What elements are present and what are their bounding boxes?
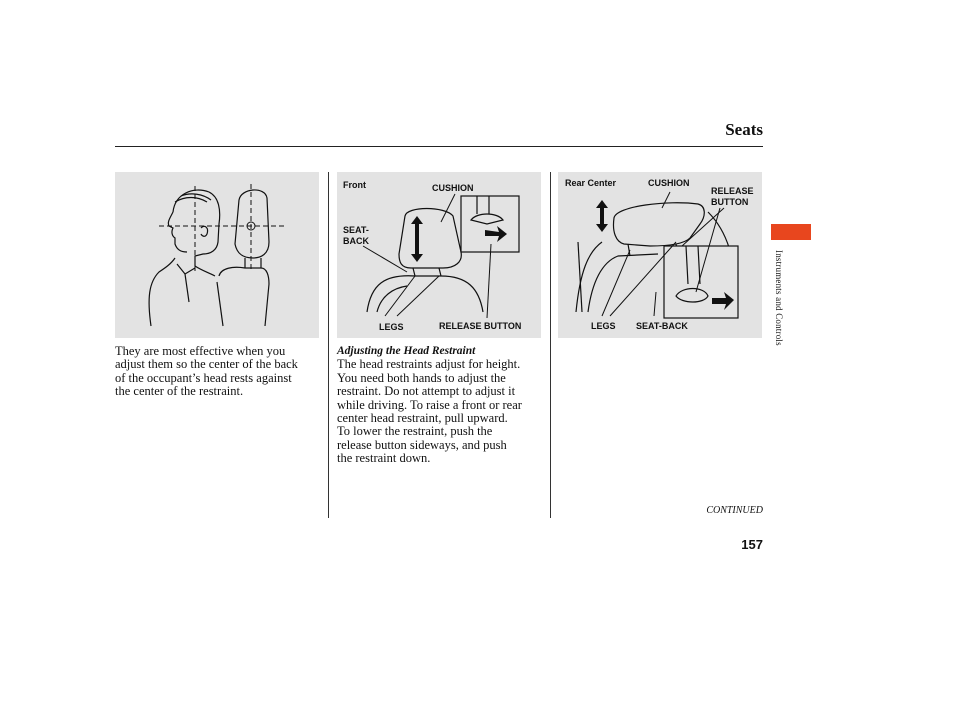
column-divider-2	[550, 172, 551, 518]
section-subheading: Adjusting the Head Restraint	[337, 345, 476, 357]
rear-center-head-restraint-figure: Rear Center CUSHION RELEASE BUTTON LEGS …	[558, 172, 762, 338]
rear-seat-back-label: SEAT-BACK	[636, 321, 688, 331]
text-line: adjust them so the center of the back	[115, 357, 298, 372]
rear-release-label-line2: BUTTON	[711, 197, 749, 207]
seat-back-label-line2: BACK	[343, 236, 369, 246]
text-line: center head restraint, pull upward.	[337, 411, 508, 426]
front-head-restraint-illustration-icon	[362, 193, 520, 319]
text-line: the center of the restraint.	[115, 384, 244, 399]
section-side-label: Instruments and Controls	[774, 250, 784, 346]
release-button-label: RELEASE BUTTON	[439, 321, 522, 331]
page-title: Seats	[725, 120, 763, 139]
text-line: To lower the restraint, push the	[337, 424, 493, 439]
cushion-label: CUSHION	[432, 183, 474, 193]
front-head-restraint-figure: Front CUSHION SEAT- BACK LEGS RELEASE BU…	[337, 172, 541, 338]
rear-legs-label: LEGS	[591, 321, 616, 331]
rear-release-label-line1: RELEASE	[711, 186, 754, 196]
seat-back-label-line1: SEAT-	[343, 225, 369, 235]
page-number: 157	[741, 537, 763, 552]
text-line: of the occupant’s head rests against	[115, 370, 292, 385]
text-line: release button sideways, and push	[337, 437, 507, 452]
head-position-figure	[115, 172, 319, 338]
legs-label: LEGS	[379, 322, 404, 332]
header-rule	[115, 146, 763, 147]
left-column-text: They are most effective when you adjust …	[115, 344, 325, 399]
front-label: Front	[343, 180, 366, 190]
column-divider-1	[328, 172, 329, 518]
text-line: You need both hands to adjust the	[337, 370, 506, 385]
rear-cushion-label: CUSHION	[648, 178, 690, 188]
section-tab	[771, 224, 811, 240]
rear-center-head-restraint-illustration-icon	[575, 191, 739, 319]
continued-note: CONTINUED	[706, 505, 763, 516]
text-line: restraint. Do not attempt to adjust it	[337, 384, 516, 399]
text-line: The head restraints adjust for height.	[337, 357, 521, 372]
text-line: while driving. To raise a front or rear	[337, 397, 522, 412]
text-line: the restraint down.	[337, 451, 431, 466]
rear-center-label: Rear Center	[565, 178, 617, 188]
middle-column-text: Adjusting the Head Restraint The head re…	[337, 345, 547, 466]
head-position-illustration-icon	[148, 184, 285, 327]
text-line: They are most effective when you	[115, 344, 286, 358]
